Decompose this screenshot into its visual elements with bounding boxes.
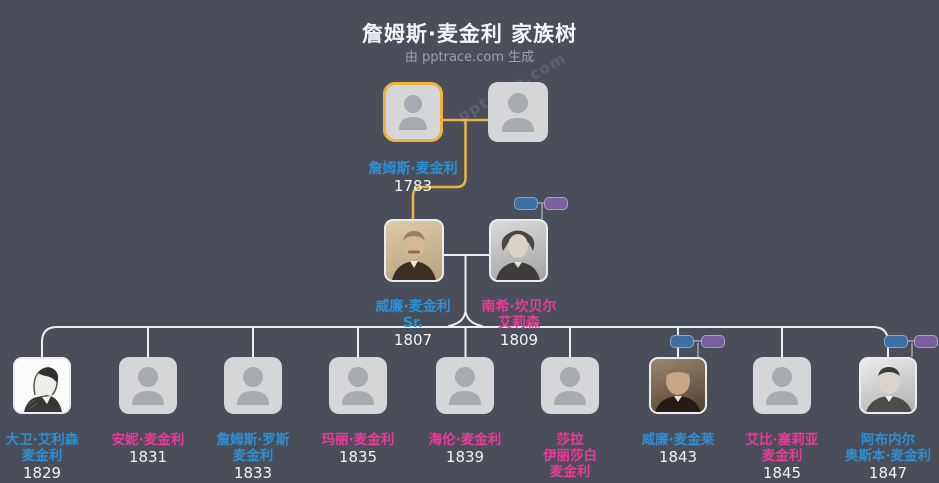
person-node-abbie-celia-mckinley[interactable] — [753, 357, 811, 414]
person-year: 1807 — [393, 331, 433, 349]
person-node-james-mckinley[interactable] — [383, 82, 443, 142]
person-year: 1833 — [233, 464, 273, 482]
avatar-placeholder-icon — [766, 367, 798, 405]
collapsed-relative-chip-blue[interactable] — [670, 335, 694, 348]
person-name: 威廉·麦金利 Sr. — [375, 299, 451, 331]
person-label-abner-osborn-mckinley: 阿布内尔 奥斯本·麦金利 1847 — [813, 416, 939, 483]
person-name: 玛丽·麦金利 — [321, 432, 395, 448]
person-label-william-mckinley-sr: 威廉·麦金利 Sr. 1807 — [338, 283, 488, 365]
page-title: 詹姆斯·麦金利 家族树 — [361, 22, 578, 46]
portrait-photo-abner — [866, 367, 912, 412]
person-label-helen-mckinley: 海伦·麦金利 1839 — [390, 416, 540, 482]
avatar-placeholder-icon — [342, 367, 374, 405]
person-label-abbie-celia-mckinley: 艾比·塞莉亚 麦金利 1845 — [707, 416, 857, 483]
person-year: 1843 — [658, 448, 698, 466]
person-node-james-ross-mckinley[interactable] — [224, 357, 282, 414]
person-node-william-mckinley-jr[interactable] — [649, 357, 707, 414]
person-node-nancy-allison[interactable] — [489, 219, 548, 282]
person-node-helen-mckinley[interactable] — [436, 357, 494, 414]
person-year: 1840 — [495, 481, 645, 483]
portrait-sketch-david — [24, 367, 62, 412]
collapsed-relative-chip-blue[interactable] — [884, 335, 908, 348]
avatar-placeholder-icon — [237, 367, 269, 405]
avatar-placeholder-icon — [502, 93, 534, 132]
person-year: 1845 — [762, 464, 802, 482]
avatar-placeholder-icon — [399, 95, 427, 130]
portrait-photo-william-sr — [392, 231, 436, 280]
person-node-sarah-elizabeth-mckinley[interactable] — [541, 357, 599, 414]
person-label-james-mckinley: 詹姆斯·麦金利 1783 — [338, 145, 488, 211]
person-year: 1809 — [499, 331, 539, 349]
person-node-mary-mckinley[interactable] — [329, 357, 387, 414]
person-name: 莎拉 伊丽莎白 麦金利 — [543, 432, 597, 480]
person-year: 1783 — [393, 177, 433, 195]
person-node-unknown-spouse[interactable] — [488, 82, 548, 142]
person-year: 1831 — [128, 448, 168, 466]
person-year: 1829 — [22, 464, 62, 482]
person-label-mary-mckinley: 玛丽·麦金利 1835 — [283, 416, 433, 482]
portrait-photo-nancy — [496, 230, 540, 280]
person-label-james-ross-mckinley: 詹姆斯·罗斯 麦金利 1833 — [178, 416, 328, 483]
person-year: 1847 — [868, 464, 908, 482]
person-year: 1835 — [338, 448, 378, 466]
avatar-placeholder-icon — [132, 367, 164, 405]
collapsed-relative-chip-purple[interactable] — [914, 335, 938, 348]
avatar-placeholder-icon — [449, 367, 481, 405]
person-name: 詹姆斯·罗斯 麦金利 — [216, 432, 290, 464]
person-label-david-allison-mckinley: 大卫·艾利森 麦金利 1829 — [0, 416, 117, 483]
collapsed-relative-chip-purple[interactable] — [544, 197, 568, 210]
person-name: 安妮·麦金利 — [111, 432, 185, 448]
person-label-anne-mckinley: 安妮·麦金利 1831 — [73, 416, 223, 482]
collapsed-relative-chip-blue[interactable] — [514, 197, 538, 210]
person-label-william-mckinley-jr: 威廉·麦金莱 1843 — [603, 416, 753, 482]
person-node-abner-osborn-mckinley[interactable] — [859, 357, 917, 414]
person-node-anne-mckinley[interactable] — [119, 357, 177, 414]
collapsed-relative-chip-purple[interactable] — [701, 335, 725, 348]
avatar-placeholder-icon — [554, 367, 586, 405]
person-year: 1839 — [445, 448, 485, 466]
person-label-nancy-allison: 南希·坎贝尔 艾莉森 1809 — [444, 283, 594, 365]
person-name: 艾比·塞莉亚 麦金利 — [745, 432, 819, 464]
page-subtitle: 由 pptrace.com 生成 — [404, 50, 535, 65]
person-name: 阿布内尔 奥斯本·麦金利 — [844, 432, 932, 464]
person-label-sarah-elizabeth-mckinley: 莎拉 伊丽莎白 麦金利 1840 — [495, 416, 645, 483]
person-name: 威廉·麦金莱 — [641, 432, 715, 448]
portrait-photo-william-jr — [655, 367, 701, 412]
person-name: 大卫·艾利森 麦金利 — [5, 432, 79, 464]
person-name: 詹姆斯·麦金利 — [368, 161, 458, 177]
person-node-david-allison-mckinley[interactable] — [13, 357, 71, 414]
person-name: 海伦·麦金利 — [428, 432, 502, 448]
person-name: 南希·坎贝尔 艾莉森 — [481, 299, 557, 331]
person-node-william-mckinley-sr[interactable] — [384, 219, 444, 282]
